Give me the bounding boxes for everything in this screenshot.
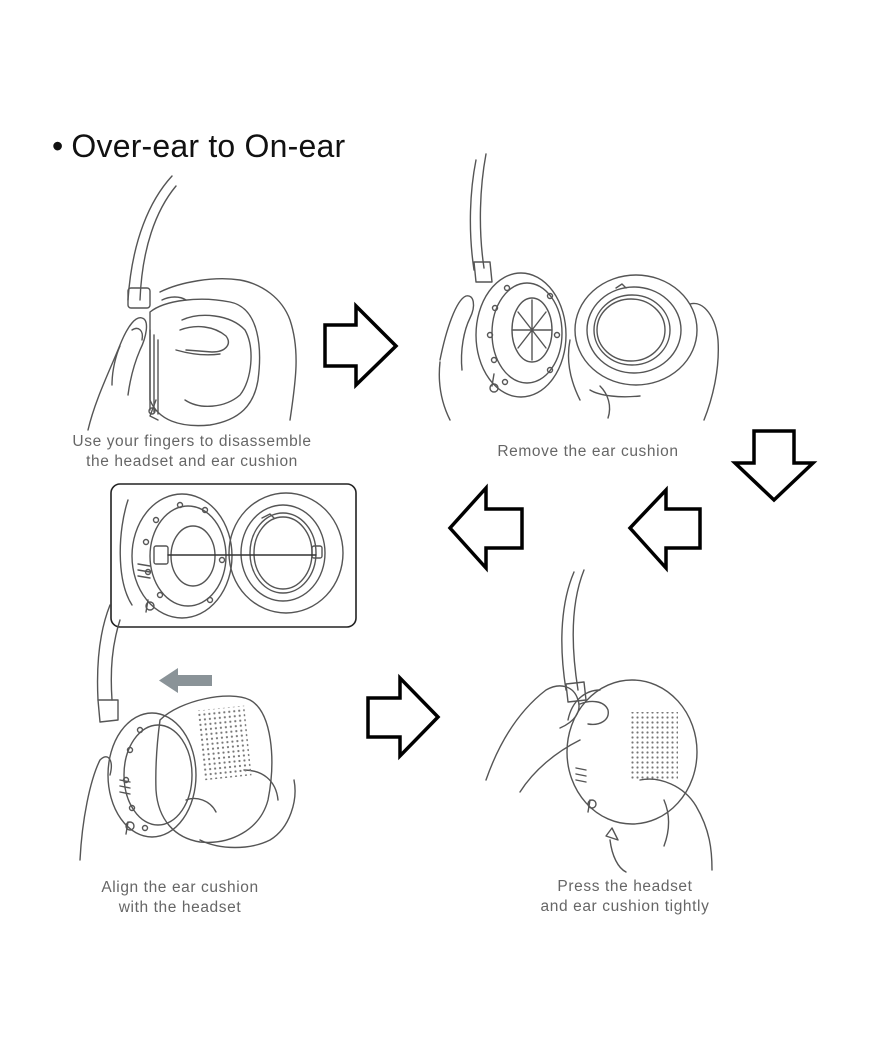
caption-line: Align the ear cushion (101, 879, 259, 896)
step-1-illustration (87, 175, 297, 431)
down-arrow-icon (730, 429, 818, 503)
caption-line: with the headset (118, 899, 242, 916)
step-3-caption: Align the ear cushion with the headset (70, 878, 290, 918)
right-arrow-icon (323, 301, 399, 390)
speaker-perforation (196, 705, 252, 781)
caption-line: Press the headset (557, 878, 693, 895)
speaker-perforation (630, 712, 678, 780)
step-1-caption: Use your fingers to disassemble the head… (62, 432, 322, 472)
step-4-illustration (485, 569, 713, 873)
caption-line: Use your fingers to disassemble (72, 433, 312, 450)
caption-line: Remove the ear cushion (497, 443, 679, 460)
title-text: Over-ear to On-ear (71, 128, 346, 164)
caption-line: the headset and ear cushion (86, 453, 298, 470)
step-3-illustration (79, 604, 296, 861)
page-title: •Over-ear to On-ear (52, 128, 345, 165)
step-2-illustration (438, 153, 720, 421)
caption-line: and ear cushion tightly (540, 898, 710, 915)
left-arrow-icon (627, 485, 702, 573)
step-2-caption: Remove the ear cushion (468, 442, 708, 462)
direction-arrow-icon (159, 668, 212, 693)
right-arrow-icon (366, 673, 441, 761)
step-4-caption: Press the headset and ear cushion tightl… (515, 877, 735, 917)
left-arrow-icon (447, 483, 524, 573)
title-bullet: • (52, 128, 64, 164)
alignment-inset (110, 483, 357, 628)
